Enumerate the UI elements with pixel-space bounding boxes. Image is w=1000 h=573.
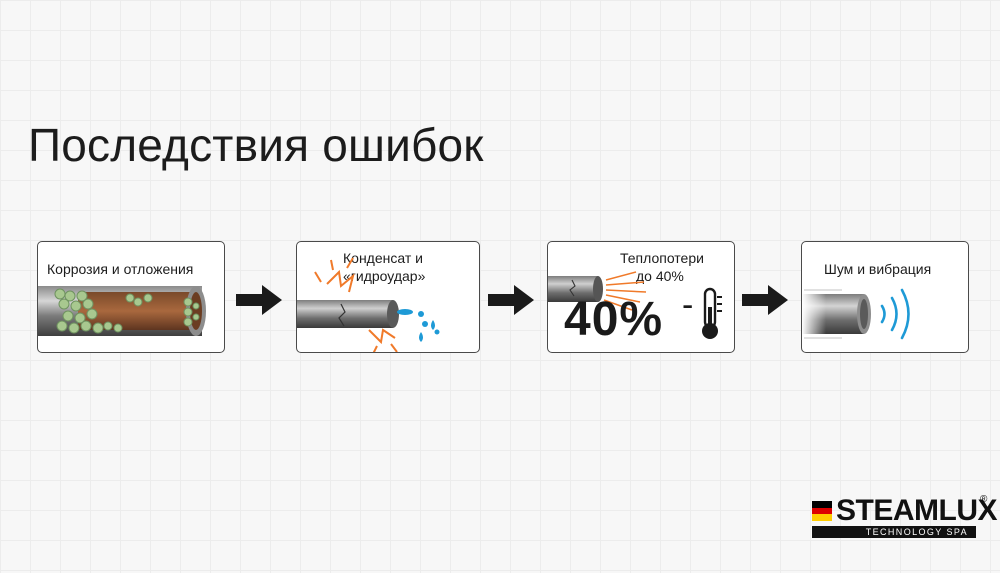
logo-brand: STEAMLUX	[836, 494, 998, 527]
card-corrosion-label: Коррозия и отложения	[47, 261, 194, 277]
card-condensate-label-2: «гидроудар»	[343, 268, 426, 284]
card-heat-loss: Теплопотери до 40% 40% -	[547, 241, 735, 353]
corroded-pipe-icon	[38, 286, 206, 336]
minus-sign: -	[682, 286, 695, 324]
thermometer-icon	[702, 287, 722, 339]
card-condensate-label-1: Конденсат и	[343, 250, 423, 266]
registered-mark: ®	[980, 494, 988, 505]
water-hammer-pipe-icon	[297, 257, 440, 352]
heat-loss-percentage: 40%	[564, 293, 664, 346]
card-noise-vibration-label: Шум и вибрация	[824, 261, 932, 277]
heat-loss-pipe-icon	[548, 271, 647, 311]
steamlux-logo: STEAMLUX ® TECHNOLOGY SPA	[812, 494, 998, 544]
german-flag-icon	[812, 501, 832, 522]
arrow-right-icon	[742, 285, 788, 315]
card-noise-vibration: Шум и вибрация	[801, 241, 969, 353]
card-heat-loss-label-2: до 40%	[636, 268, 684, 284]
card-heat-loss-label-1: Теплопотери	[620, 250, 704, 266]
arrow-right-icon	[488, 285, 534, 315]
card-corrosion: Коррозия и отложения	[37, 241, 225, 353]
logo-tagline: TECHNOLOGY SPA	[812, 526, 976, 538]
vibrating-pipe-icon	[802, 288, 910, 340]
page-title: Последствия ошибок	[28, 119, 484, 171]
arrow-right-icon	[236, 285, 282, 315]
card-condensate: Конденсат и «гидроудар»	[296, 241, 480, 353]
